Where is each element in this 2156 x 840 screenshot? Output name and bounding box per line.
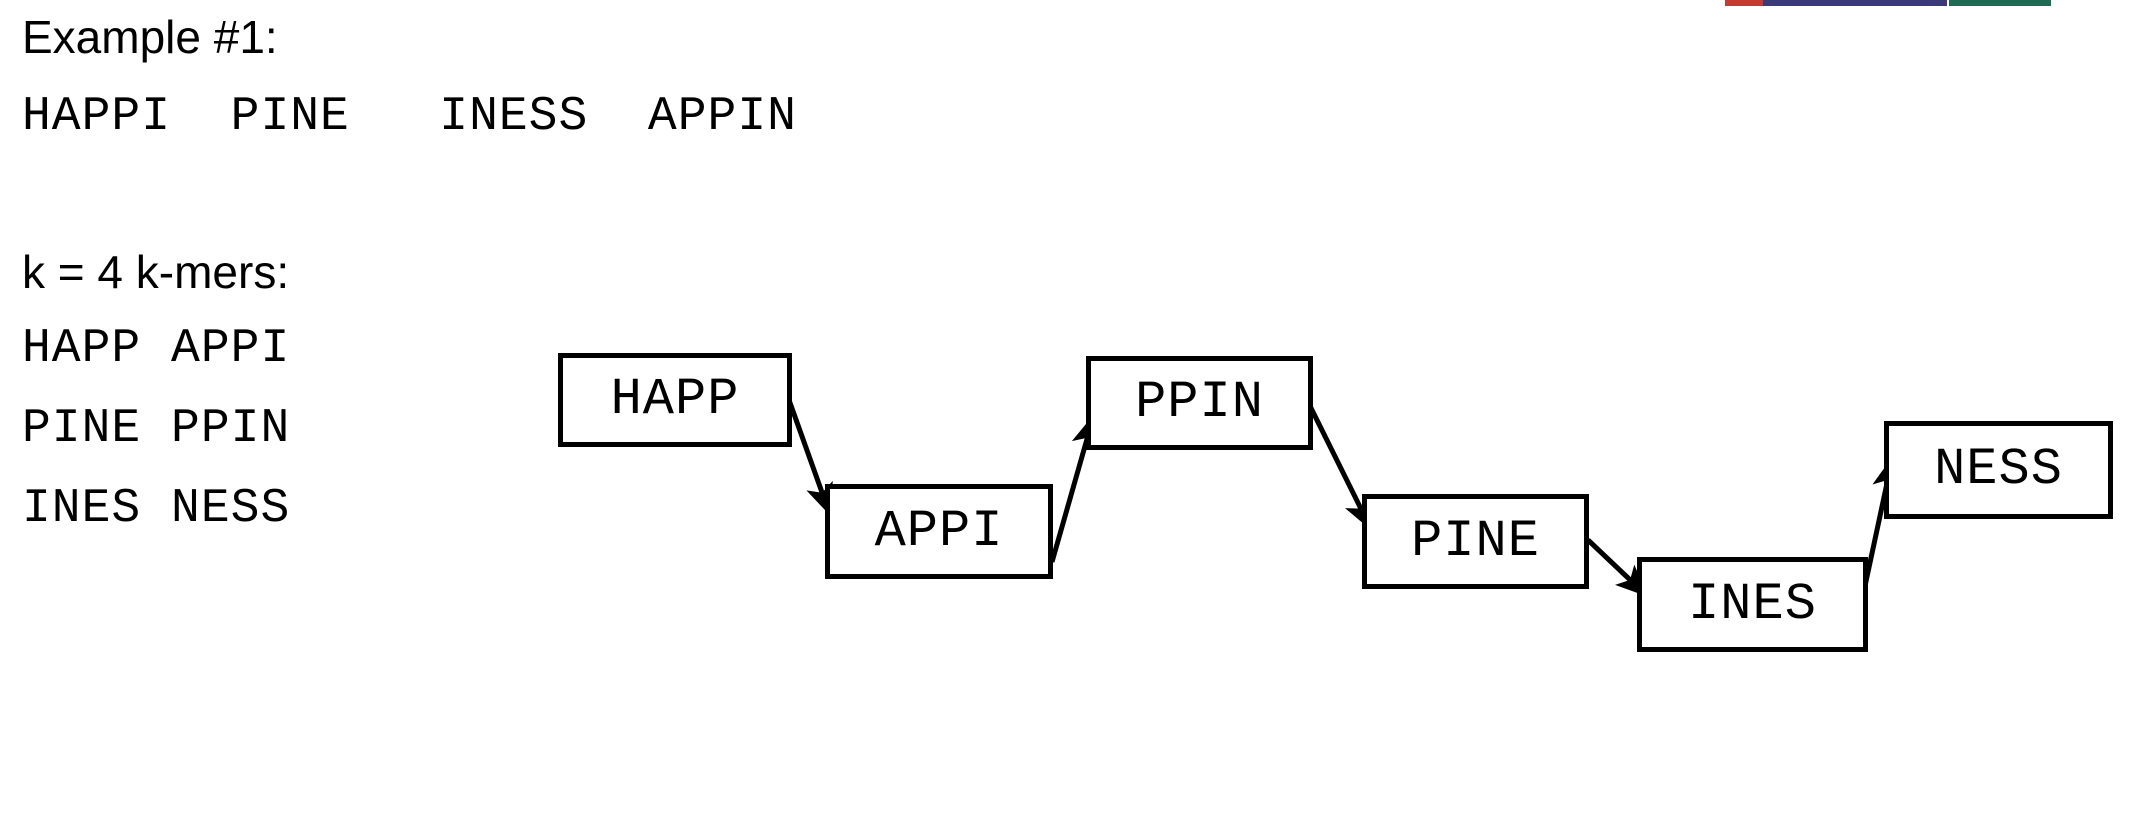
kmer-row: HAPP APPI bbox=[22, 322, 291, 376]
kmer-row: PINE PPIN bbox=[22, 402, 291, 456]
graph-node-appi[interactable]: APPI bbox=[825, 484, 1053, 579]
sequence-reads: HAPPI PINE INESS APPIN bbox=[22, 90, 797, 144]
graph-node-happ[interactable]: HAPP bbox=[558, 353, 792, 447]
graph-node-label: HAPP bbox=[610, 370, 740, 429]
graph-node-label: NESS bbox=[1934, 440, 2063, 499]
edge-happ-appi bbox=[786, 399, 833, 516]
graph-node-ness[interactable]: NESS bbox=[1884, 421, 2113, 519]
graph-node-label: APPI bbox=[874, 501, 1004, 561]
graph-node-label: PINE bbox=[1411, 511, 1540, 571]
graph-node-label: INES bbox=[1688, 574, 1817, 634]
kmer-heading: k = 4 k-mers: bbox=[22, 246, 290, 298]
kmer-row: INES NESS bbox=[22, 482, 291, 536]
blue-segment bbox=[1763, 0, 1947, 6]
graph-node-ppin[interactable]: PPIN bbox=[1086, 356, 1313, 450]
edge-ppin-pine bbox=[1307, 404, 1373, 531]
page-title: Example #1: bbox=[22, 11, 278, 63]
graph-node-pine[interactable]: PINE bbox=[1362, 494, 1589, 589]
top-color-strip bbox=[1725, 0, 2051, 6]
graph-node-label: PPIN bbox=[1135, 373, 1264, 432]
graph-node-ines[interactable]: INES bbox=[1637, 557, 1868, 652]
green-segment bbox=[1949, 0, 2051, 6]
red-segment bbox=[1725, 0, 1763, 6]
